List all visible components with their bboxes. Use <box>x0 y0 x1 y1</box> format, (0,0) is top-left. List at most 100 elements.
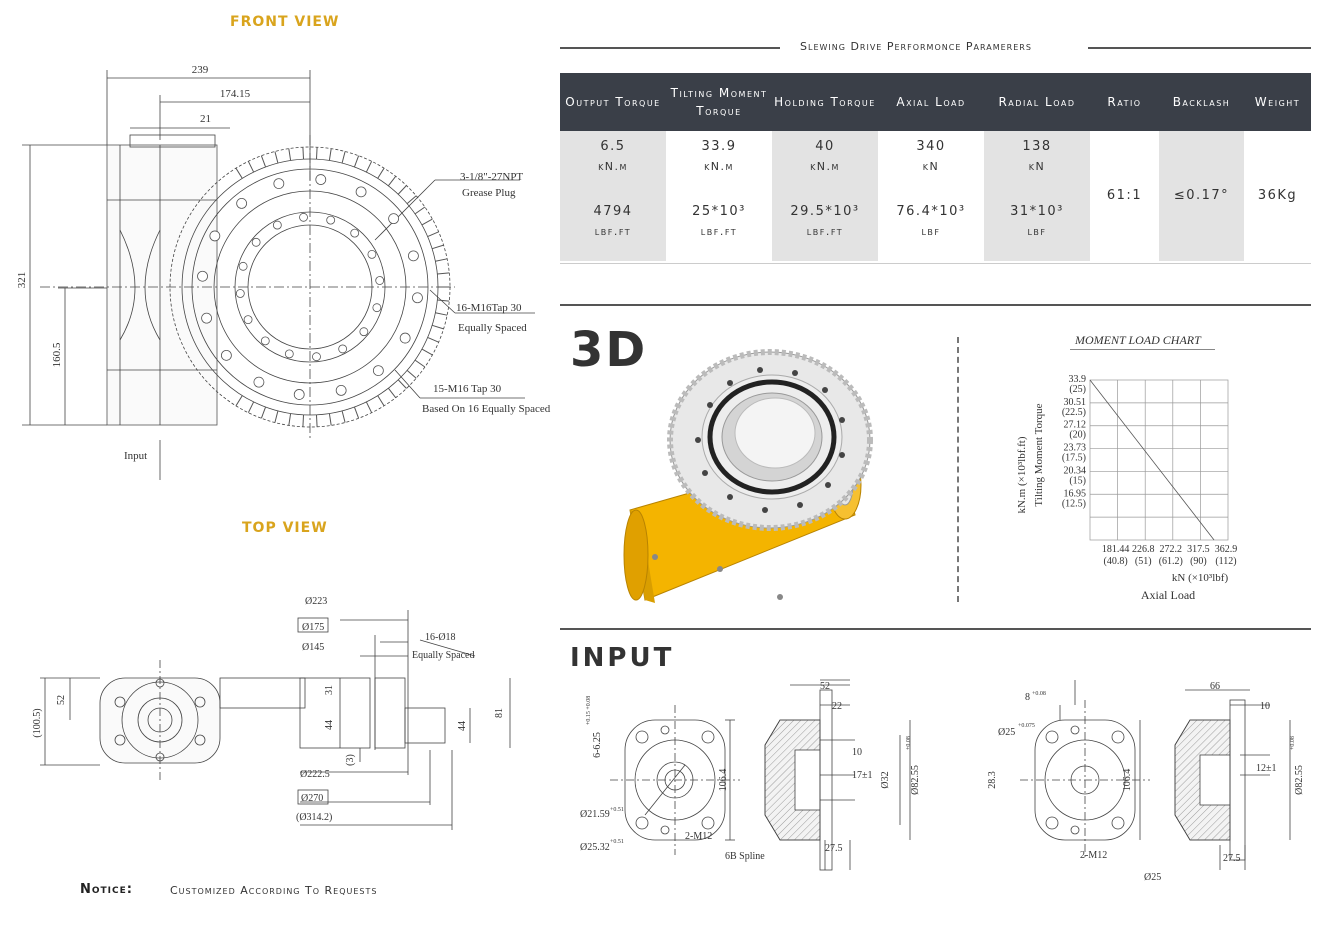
note-based: Based On 16 Equally Spaced <box>422 403 551 415</box>
input-right-d12: 12±1 <box>1256 763 1277 774</box>
chart-y-unit: kN.m (×10³lbf.ft) <box>1016 436 1028 513</box>
input-right-d1064: 106.4 <box>1122 769 1133 792</box>
gear-tooth <box>328 413 332 426</box>
cell-backlash: ≤0.17° <box>1159 131 1244 261</box>
gear-tooth <box>235 395 243 407</box>
chart-x-tick-lbf: (61.2) <box>1159 556 1183 567</box>
header-backlash: Backlash <box>1159 73 1244 131</box>
gear-tooth <box>341 410 346 423</box>
gear-tooth <box>437 272 450 275</box>
dim-321: 321 <box>16 272 28 289</box>
chart-plot-area <box>1089 379 1229 541</box>
outer-bolt-hole <box>408 250 419 262</box>
inner-bolt-hole <box>367 249 377 259</box>
input-title: INPUT <box>570 643 675 673</box>
chart-y-tick: 16.95 <box>1064 488 1087 499</box>
dim-d2225: Ø222.5 <box>300 769 330 780</box>
inner-bolt-hole <box>251 237 261 247</box>
note-grease: Grease Plug <box>462 187 516 199</box>
gear-tooth <box>397 185 407 195</box>
dim-d145: Ø145 <box>302 642 324 653</box>
gear-tooth <box>437 299 450 302</box>
input-right-d25-tol: +0.075 <box>1018 723 1035 729</box>
chart-y-tick: 30.51 <box>1064 397 1087 408</box>
gear-tooth <box>377 395 385 407</box>
header-ratio: Ratio <box>1090 73 1159 131</box>
inner-bolt-hole <box>260 336 270 346</box>
outer-bolt-hole <box>355 186 367 198</box>
input-right-d25: Ø25 <box>998 727 1015 738</box>
chart-x-tick-lbf: (90) <box>1190 556 1207 567</box>
input-left-d1064: 106.4 <box>718 769 729 792</box>
chart-y-tick-lbf: (12.5) <box>1062 498 1086 509</box>
dim-81: 81 <box>494 708 505 718</box>
chart-y-tick: 33.9 <box>1069 374 1087 385</box>
gear-tooth <box>414 206 426 215</box>
gear-tooth <box>377 167 385 179</box>
input-left-d52: 52 <box>820 681 830 692</box>
outer-bolt-hole <box>197 270 208 282</box>
inner-bolt-hole <box>359 327 369 337</box>
dim-d270: Ø270 <box>301 793 323 804</box>
input-left-d2532-tol: +0.51 <box>610 839 624 845</box>
notice-text: Customized According To Requests <box>170 884 378 897</box>
gear-tooth <box>387 175 397 187</box>
inner-bolt-hole <box>326 215 336 225</box>
input-left-d17: 17±1 <box>852 770 873 781</box>
inner-bolt-hole <box>243 315 253 325</box>
note-equally: Equally Spaced <box>458 322 527 334</box>
header-weight: Weight <box>1244 73 1311 131</box>
dim-d3142: (Ø314.2) <box>296 812 332 823</box>
gear-tooth <box>274 410 279 423</box>
inner-bolt-hole <box>272 220 282 230</box>
input-right-d8-tol: +0.08 <box>1032 691 1046 697</box>
header-axial-load: Axial Load <box>878 73 984 131</box>
input-left-spline: 6B Spline <box>725 851 765 862</box>
dim-d175: Ø175 <box>302 622 324 633</box>
dim-3: (3) <box>345 754 356 766</box>
dim-21: 21 <box>200 113 211 125</box>
input-left-d625: 6-6.25 <box>592 732 603 758</box>
input-right-d8255-tol: +0.08 <box>1290 736 1296 750</box>
input-right-d25b: Ø25 <box>1144 872 1161 883</box>
header-radial-load: Radial Load <box>984 73 1090 131</box>
input-right-d10: 10 <box>1260 701 1270 712</box>
inner-bolt-hole <box>299 212 308 222</box>
inner-bolt-hole <box>238 261 248 271</box>
outer-bolt-hole <box>372 365 384 377</box>
spec-table: Output Torque Tilting Moment Torque Hold… <box>560 73 1311 261</box>
input-drawings: 6-6.25 +0.15 +0.08 106.4 Ø21.59 +0.51 Ø2… <box>580 679 1305 883</box>
outer-bolt-hole <box>388 213 400 225</box>
inner-bolt-hole <box>235 289 245 298</box>
cell-ratio: 61:1 <box>1090 131 1159 261</box>
top-view-title: TOP VIEW <box>242 520 328 536</box>
table-bottom-line <box>560 263 1311 264</box>
title-rule-right <box>1088 47 1311 49</box>
gear-tooth <box>315 147 318 160</box>
note-input: Input <box>124 450 147 462</box>
gear-tooth <box>235 167 243 179</box>
gear-tooth <box>341 151 346 164</box>
outer-bolt-hole <box>335 385 347 396</box>
chart-x-tick: 317.5 <box>1187 544 1210 555</box>
input-left-d32: Ø32 <box>880 771 891 788</box>
inner-bolt-hole <box>312 352 321 362</box>
chart-x-tick: 226.8 <box>1132 544 1155 555</box>
inner-bolt-hole <box>350 228 360 238</box>
outer-bolt-hole <box>201 312 212 324</box>
outer-bolt-hole <box>236 197 248 209</box>
chart-x-tick: 272.2 <box>1160 544 1183 555</box>
title-rule-left <box>560 47 780 49</box>
header-holding-torque: Holding Torque <box>772 73 878 131</box>
outer-bolt-hole <box>293 389 305 400</box>
input-right-d8: 8 <box>1025 692 1030 703</box>
gear-tooth <box>365 161 373 173</box>
chart-y-tick-lbf: (25) <box>1069 384 1086 395</box>
inner-bolt-hole <box>338 344 348 354</box>
